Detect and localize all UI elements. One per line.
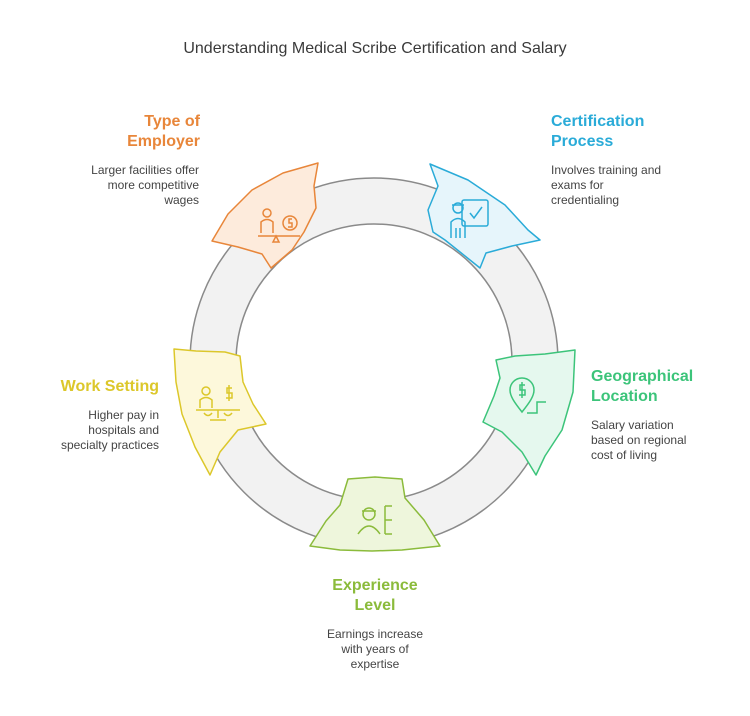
work-setting-desc-line-3: specialty practices [60, 438, 159, 452]
geographical-desc-line-1: Salary variation [591, 418, 674, 432]
employer-shape [211, 162, 319, 269]
experience-title-line-2: Level [354, 597, 396, 614]
certification-shape [427, 163, 541, 269]
experience-desc-line-3: expertise [350, 657, 400, 671]
experience-desc-line-1: Earnings increase [326, 627, 424, 641]
geographical-title: Geographical Location [591, 367, 741, 407]
geographical-desc-line-2: based on regional [591, 433, 687, 447]
work-setting-description: Higher pay in hospitals and specialty pr… [20, 408, 159, 453]
work-setting-title: Work Setting [20, 377, 159, 397]
certification-title: Certification Process [551, 112, 721, 152]
segment-experience [309, 476, 441, 552]
work-setting-title-line-1: Work Setting [60, 378, 159, 395]
diagram-title: Understanding Medical Scribe Certificati… [183, 40, 567, 57]
certification-title-line-2: Process [551, 133, 614, 150]
experience-title-line-1: Experience [332, 577, 418, 594]
experience-title: Experience Level [295, 576, 455, 616]
experience-description: Earnings increase with years of expertis… [295, 627, 455, 672]
certification-description: Involves training and exams for credenti… [551, 163, 721, 208]
employer-title-line-1: Type of [144, 113, 200, 130]
employer-description: Larger facilities offer more competitive… [40, 163, 199, 208]
geographical-description: Salary variation based on regional cost … [591, 418, 741, 463]
work-setting-shape [173, 348, 267, 476]
location-dollar-icon [509, 377, 546, 414]
certification-title-line-1: Certification [551, 113, 645, 130]
geographical-desc-line-3: cost of living [591, 448, 658, 462]
worker-checklist-icon [450, 199, 489, 238]
work-setting-desc-line-2: hospitals and [88, 423, 159, 437]
geographical-title-line-1: Geographical [591, 368, 694, 385]
person-coin-scale-icon [258, 208, 300, 243]
geographical-title-line-2: Location [591, 388, 658, 405]
segment-employer [211, 162, 319, 269]
employer-desc-line-2: more competitive [107, 178, 199, 192]
employer-title-line-2: Employer [127, 133, 200, 150]
employer-desc-line-3: wages [164, 193, 199, 207]
segment-work-setting [173, 348, 267, 476]
employer-desc-line-1: Larger facilities offer [91, 163, 199, 177]
certification-desc-line-2: exams for [551, 178, 604, 192]
employer-title: Type of Employer [60, 112, 200, 152]
certification-desc-line-1: Involves training and [551, 163, 662, 177]
work-setting-desc-line-1: Higher pay in [88, 408, 159, 422]
worker-ladder-icon [357, 505, 392, 535]
segment-certification [427, 163, 541, 269]
segment-geographical [482, 349, 576, 476]
people-dollar-scale-icon [196, 385, 240, 421]
experience-desc-line-2: with years of [341, 642, 409, 656]
certification-desc-line-3: credentialing [551, 193, 620, 207]
